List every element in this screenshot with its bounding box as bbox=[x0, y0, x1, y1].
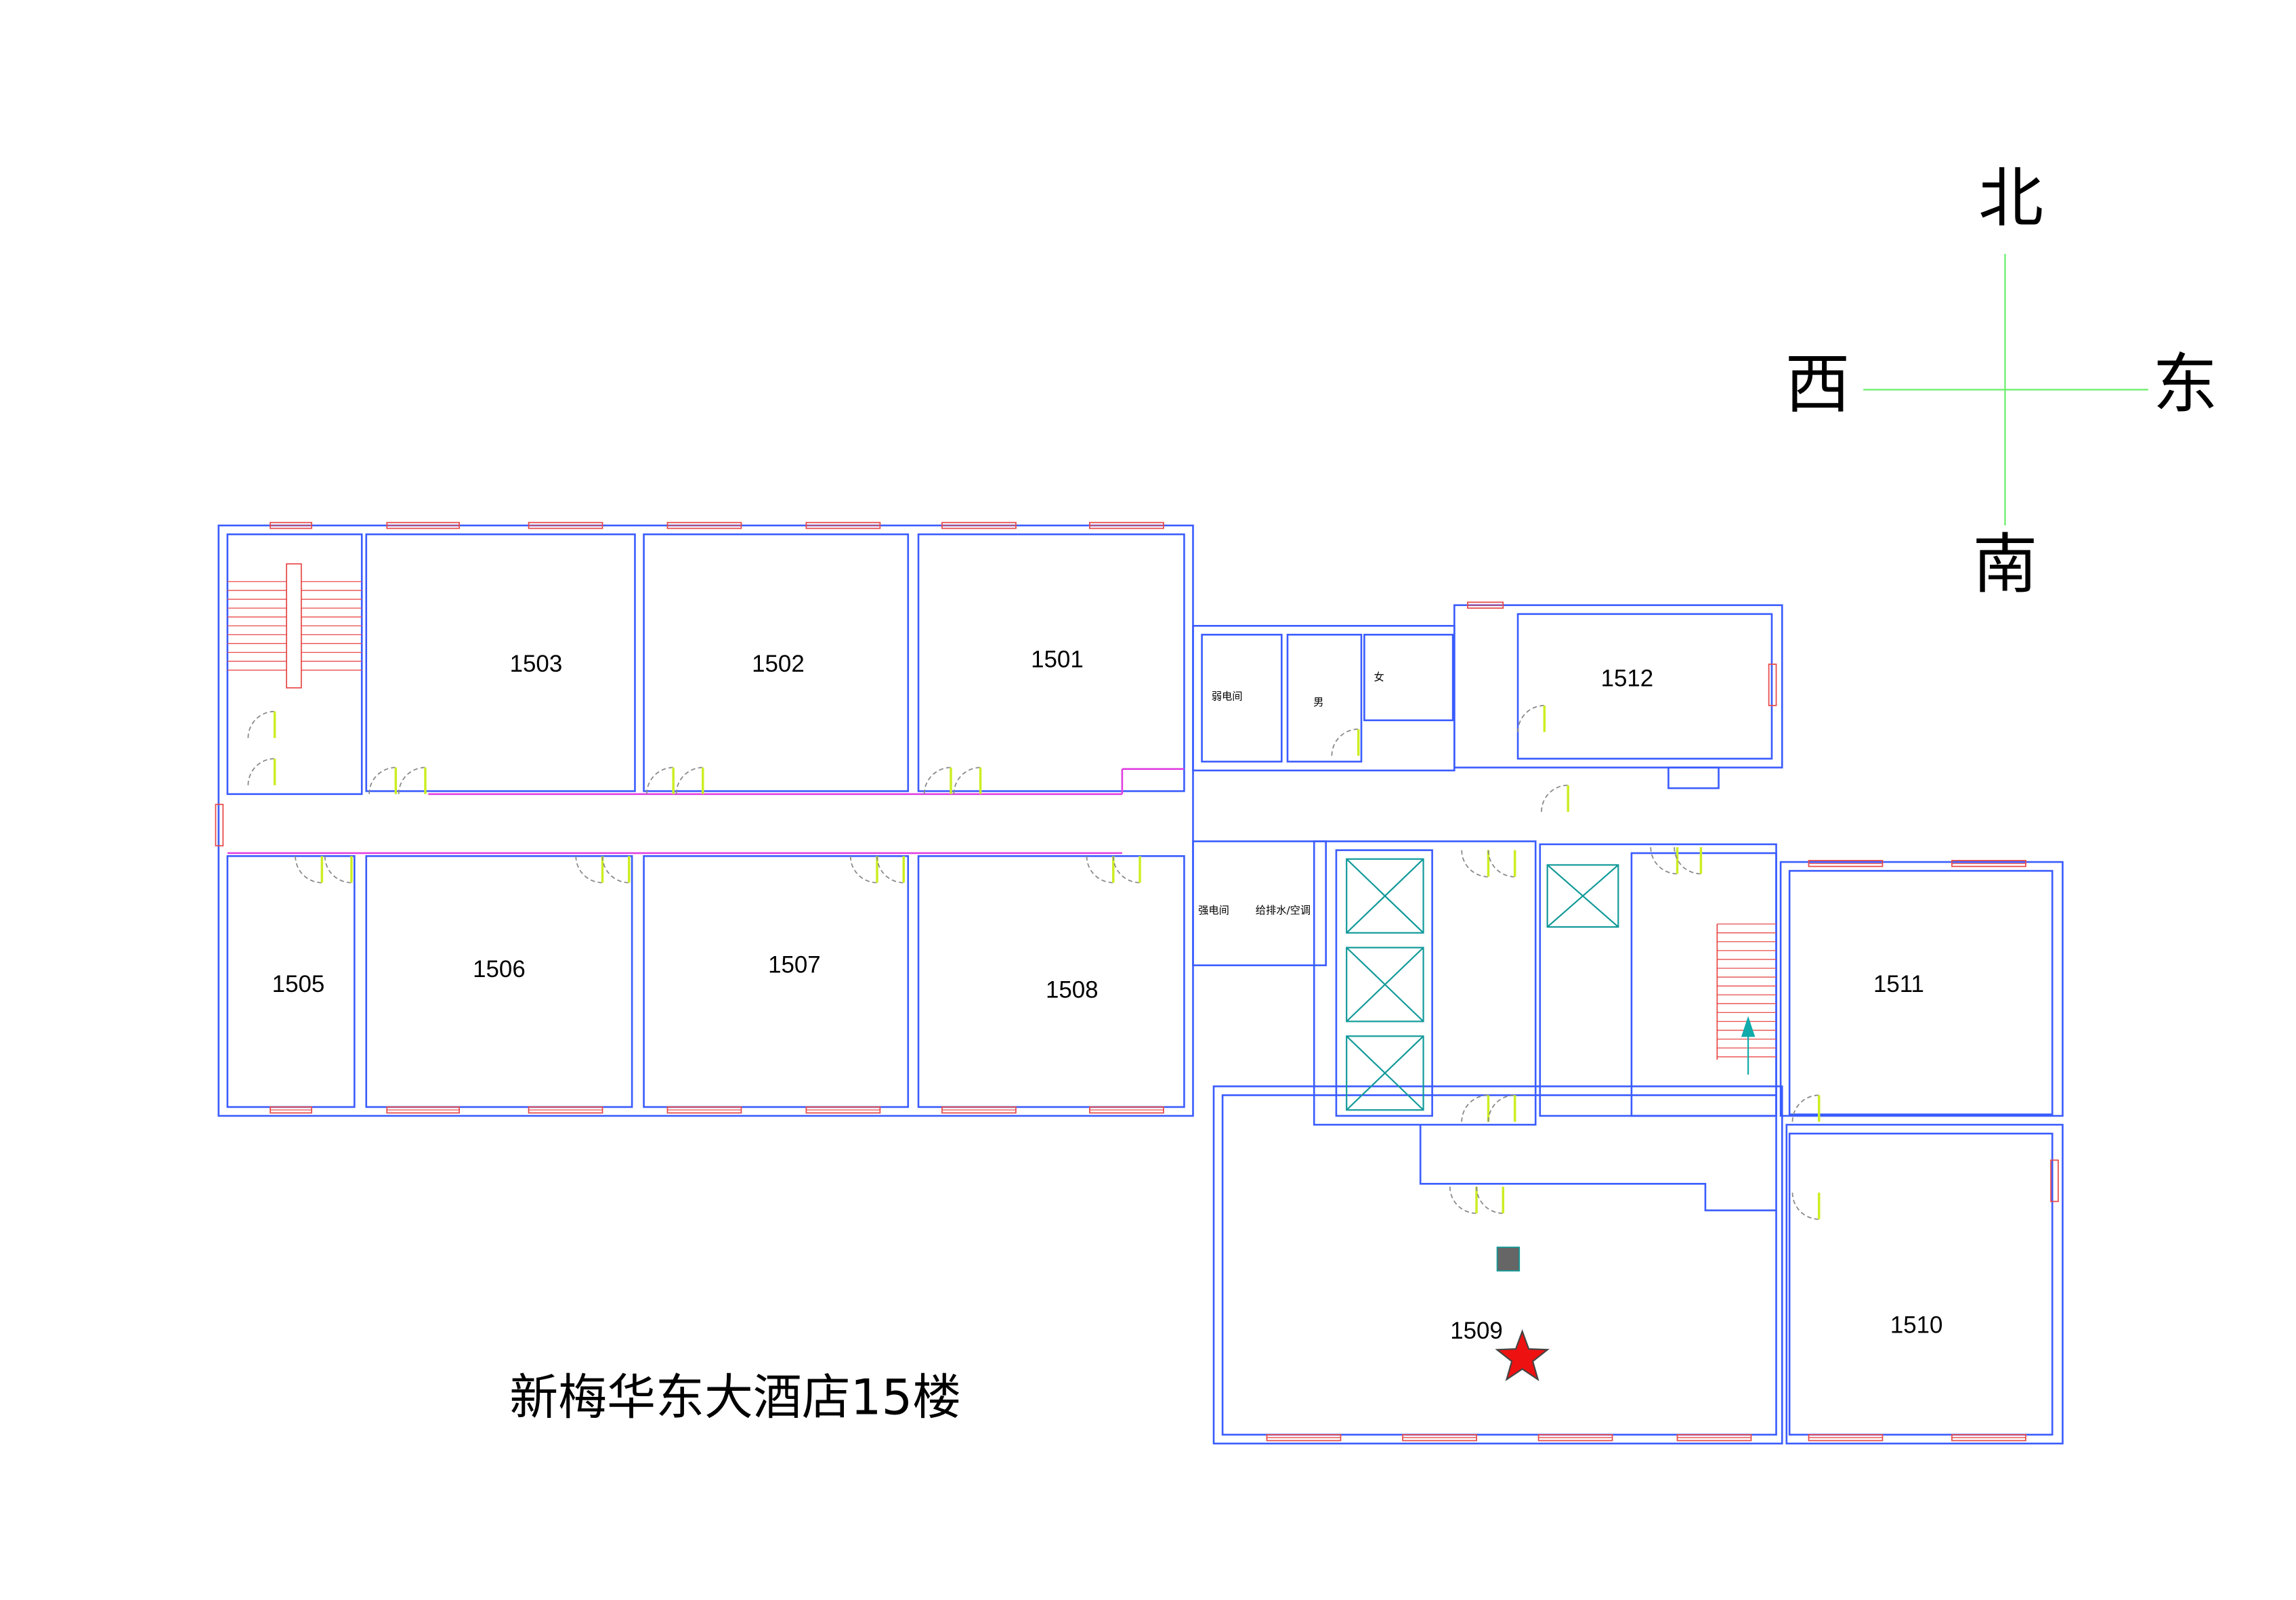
room-1510: 1510 bbox=[1890, 1312, 1943, 1338]
window bbox=[666, 521, 742, 529]
window bbox=[805, 521, 881, 529]
window bbox=[941, 521, 1017, 529]
window bbox=[1402, 1433, 1477, 1442]
room-1509: 1509 bbox=[1450, 1318, 1503, 1344]
doors bbox=[247, 705, 1821, 1220]
window bbox=[1089, 521, 1164, 529]
door[interactable] bbox=[923, 766, 952, 794]
compass-east: 东 bbox=[2152, 346, 2217, 422]
door[interactable] bbox=[1461, 850, 1490, 878]
door[interactable] bbox=[1791, 1192, 1821, 1220]
room-1512: 1512 bbox=[1601, 666, 1654, 692]
window bbox=[941, 1106, 1017, 1114]
door[interactable] bbox=[601, 856, 631, 884]
room-1503: 1503 bbox=[510, 651, 563, 677]
compass-south: 南 bbox=[1972, 526, 2037, 602]
window bbox=[1808, 1433, 1884, 1442]
window bbox=[666, 1106, 742, 1114]
room-1501: 1501 bbox=[1031, 646, 1084, 672]
window bbox=[386, 1106, 460, 1114]
door[interactable] bbox=[247, 710, 276, 738]
door[interactable] bbox=[675, 766, 704, 794]
room-1508: 1508 bbox=[1046, 977, 1099, 1003]
door[interactable] bbox=[1331, 728, 1360, 756]
windows bbox=[215, 521, 2059, 1442]
room-1507: 1507 bbox=[768, 952, 821, 978]
window bbox=[805, 1106, 881, 1114]
label-womens-toilet: 女 bbox=[1374, 671, 1384, 683]
corridor-lines bbox=[227, 768, 1185, 855]
label-mens-toilet: 男 bbox=[1313, 696, 1323, 708]
label-strong-current-room: 强电间 bbox=[1198, 904, 1229, 916]
room-labels: 1503 1502 1501 1512 1505 1506 1507 1508 … bbox=[272, 646, 1943, 1344]
window bbox=[2050, 1159, 2059, 1203]
door[interactable] bbox=[1650, 847, 1679, 875]
walls bbox=[217, 524, 2064, 1445]
door[interactable] bbox=[646, 766, 675, 794]
window bbox=[1266, 1433, 1342, 1442]
door[interactable] bbox=[1487, 850, 1516, 878]
room-1506: 1506 bbox=[473, 956, 526, 982]
window bbox=[1467, 601, 1504, 609]
door[interactable] bbox=[849, 856, 878, 884]
staircase-west bbox=[227, 563, 362, 689]
door[interactable] bbox=[876, 856, 905, 884]
location-square-marker bbox=[1496, 1247, 1521, 1272]
door[interactable] bbox=[368, 766, 398, 794]
window bbox=[270, 521, 312, 529]
window bbox=[528, 521, 603, 529]
window bbox=[215, 804, 224, 846]
window bbox=[1089, 1106, 1164, 1114]
staircase-east bbox=[1716, 923, 1777, 1060]
floor-title: 新梅华东大酒店15楼 bbox=[509, 1368, 961, 1425]
window bbox=[386, 521, 460, 529]
room-1511: 1511 bbox=[1873, 971, 1924, 997]
stair-arrow-icon bbox=[1741, 1016, 1756, 1075]
door[interactable] bbox=[953, 766, 982, 794]
window bbox=[1951, 1433, 2026, 1442]
door[interactable] bbox=[1487, 1094, 1516, 1122]
door[interactable] bbox=[1674, 847, 1703, 875]
window bbox=[1676, 1433, 1752, 1442]
door[interactable] bbox=[1112, 856, 1141, 884]
compass-north: 北 bbox=[1978, 160, 2043, 236]
door[interactable] bbox=[1449, 1186, 1478, 1214]
window bbox=[270, 1106, 312, 1114]
door[interactable] bbox=[1791, 1094, 1821, 1122]
compass: 北 西 东 南 bbox=[1785, 160, 2218, 603]
door[interactable] bbox=[1541, 784, 1569, 812]
window bbox=[1808, 860, 1884, 867]
door[interactable] bbox=[575, 856, 604, 884]
current-location-star-icon bbox=[1495, 1329, 1550, 1381]
door[interactable] bbox=[324, 856, 353, 884]
door[interactable] bbox=[295, 856, 324, 884]
compass-west: 西 bbox=[1785, 346, 1850, 422]
window bbox=[1768, 664, 1777, 706]
elevators bbox=[1346, 858, 1619, 1111]
window bbox=[1951, 860, 2026, 867]
room-1502: 1502 bbox=[752, 651, 805, 677]
door[interactable] bbox=[1517, 705, 1546, 733]
window bbox=[528, 1106, 603, 1114]
door[interactable] bbox=[1086, 856, 1115, 884]
window bbox=[1537, 1433, 1613, 1442]
door[interactable] bbox=[1476, 1186, 1505, 1214]
door[interactable] bbox=[247, 758, 276, 785]
door[interactable] bbox=[1461, 1094, 1490, 1122]
label-weak-current-room: 弱电间 bbox=[1212, 690, 1243, 702]
door[interactable] bbox=[398, 766, 427, 794]
label-plumbing-hvac: 给排水/空调 bbox=[1256, 904, 1311, 916]
room-1505: 1505 bbox=[272, 971, 325, 997]
